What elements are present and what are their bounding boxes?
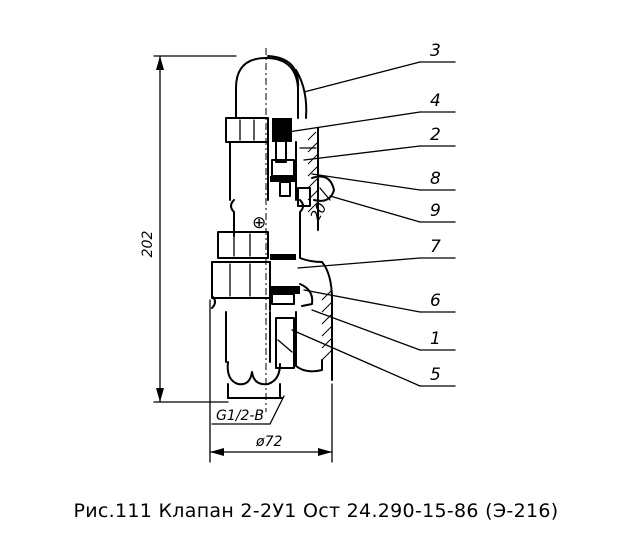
callout-5: 5 (430, 365, 441, 385)
callout-4: 4 (430, 91, 441, 111)
thread-dim-label: G1/2-B (216, 408, 264, 424)
neck (230, 199, 304, 237)
cap-dome (235, 57, 299, 119)
height-dim-label: 202 (140, 231, 156, 258)
valve-stem (275, 317, 295, 369)
callout-7: 7 (430, 237, 441, 257)
leader-lines (287, 61, 456, 387)
callout-8: 8 (430, 169, 441, 189)
callout-3: 3 (430, 41, 441, 61)
main-body-left (211, 261, 271, 311)
upper-nut (225, 117, 269, 143)
bottom-hex (226, 361, 281, 386)
main-body-right (321, 261, 333, 381)
callout-6: 6 (430, 291, 441, 311)
figure-caption: Рис.111 Клапан 2-2У1 Ост 24.290-15-86 (Э… (73, 500, 559, 522)
bonnet-body (229, 141, 269, 201)
callout-9: 9 (430, 201, 441, 221)
callout-2: 2 (430, 125, 441, 145)
cap-outer-line (267, 55, 308, 119)
bonnet-right (295, 127, 319, 231)
lower-nut (217, 231, 269, 259)
svg-text:⊕: ⊕ (252, 213, 266, 233)
callout-1: 1 (430, 329, 441, 349)
side-plug (311, 175, 335, 202)
svg-text:20: 20 (308, 200, 331, 224)
diameter-dim-label: ø72 (255, 434, 282, 450)
